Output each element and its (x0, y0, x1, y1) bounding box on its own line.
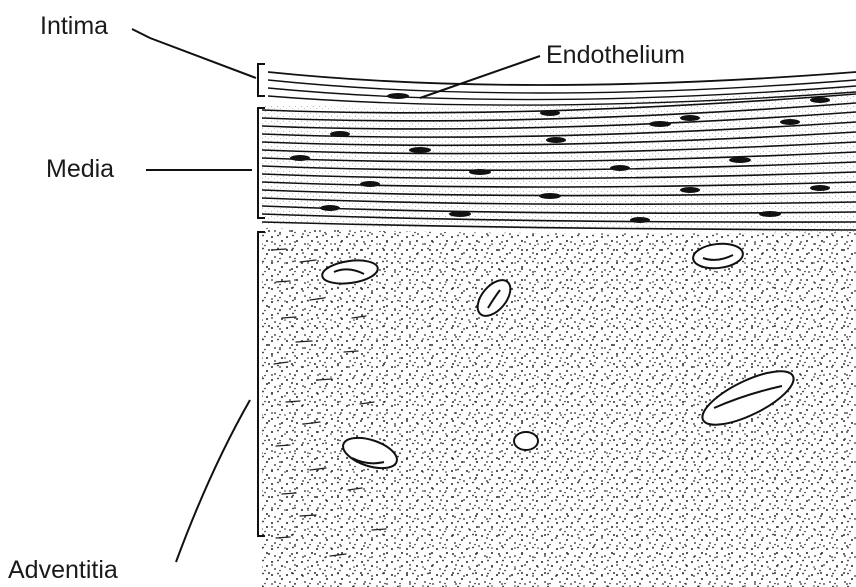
adventitia-cell (514, 432, 538, 450)
endothelium-leader (420, 56, 540, 98)
label-intima: Intima (40, 14, 108, 39)
label-media: Media (46, 157, 114, 182)
media-layer (262, 86, 856, 232)
adventitia-leader (176, 400, 250, 562)
label-adventitia: Adventitia (8, 558, 118, 583)
label-endothelium: Endothelium (546, 43, 685, 68)
intima-leader (132, 29, 256, 78)
intima-bracket (258, 64, 265, 96)
